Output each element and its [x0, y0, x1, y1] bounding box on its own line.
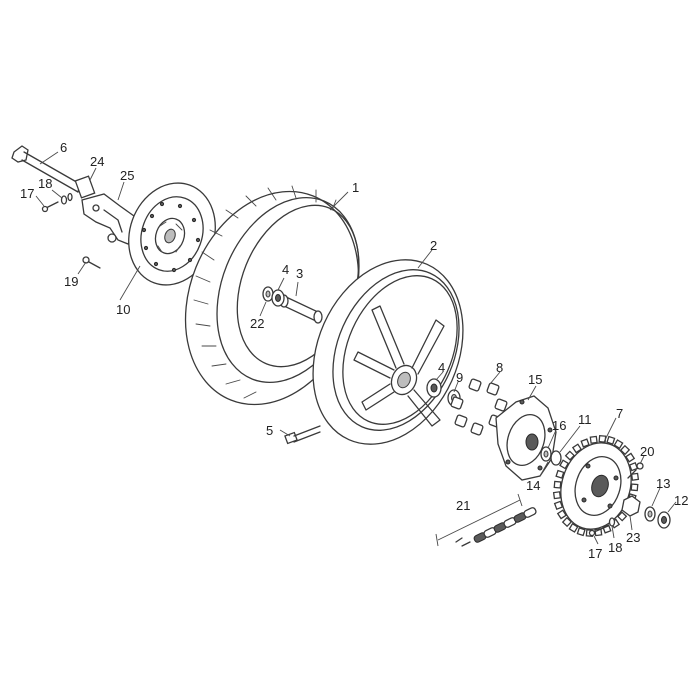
- callout-17-right: 17: [588, 546, 602, 561]
- callout-1: 1: [352, 180, 359, 195]
- callout-23: 23: [626, 530, 640, 545]
- callout-19: 19: [64, 274, 78, 289]
- callout-21: 21: [456, 498, 470, 513]
- callout-17-left: 17: [20, 186, 34, 201]
- sprocket-tooth: [616, 511, 628, 522]
- callout-11: 11: [578, 412, 592, 427]
- sprocket-tooth: [630, 483, 639, 492]
- disc-screw: [82, 256, 101, 269]
- callout-9: 9: [456, 370, 463, 385]
- callout-14: 14: [526, 478, 540, 493]
- carrier-bearing: [540, 446, 552, 462]
- axle-washer: [644, 506, 656, 522]
- sprocket-tooth: [606, 435, 616, 445]
- callout-10: 10: [116, 302, 130, 317]
- callout-22: 22: [250, 316, 264, 331]
- caliper-screw-left: [41, 192, 73, 213]
- sprocket-nut: [621, 495, 641, 517]
- brake-disc: [128, 182, 216, 286]
- sprocket-tooth: [564, 450, 576, 461]
- sprocket-tooth: [553, 500, 564, 511]
- wheel-rim: [312, 259, 464, 445]
- callout-18-right: 18: [608, 540, 622, 555]
- callout-labels: 1 2 3 4 4 5 6 7 8 9 10 11 12 13 14 15 16…: [20, 140, 688, 561]
- callout-16: 16: [552, 418, 566, 433]
- sprocket-tooth: [589, 435, 598, 444]
- carrier-seal: [550, 450, 562, 466]
- callout-3: 3: [296, 266, 303, 281]
- sprocket-tooth: [580, 438, 590, 448]
- sprocket-tooth: [559, 459, 570, 470]
- leader-lines: [35, 151, 677, 545]
- sprocket-tooth: [553, 480, 562, 489]
- tyre-valve: [284, 425, 321, 445]
- callout-18-left: 18: [38, 176, 52, 191]
- caliper-bracket: [74, 175, 137, 245]
- sprocket-tooth: [576, 527, 586, 537]
- sprocket-tooth: [552, 491, 562, 500]
- sprocket-tooth: [630, 472, 640, 481]
- sprocket-tooth: [613, 439, 624, 450]
- callout-12: 12: [674, 493, 688, 508]
- callout-15: 15: [528, 372, 542, 387]
- callout-25: 25: [120, 168, 134, 183]
- callout-8: 8: [496, 360, 503, 375]
- drive-chain: [435, 493, 537, 547]
- sprocket-tooth: [561, 516, 573, 528]
- callout-2: 2: [430, 238, 437, 253]
- chain-link: [523, 507, 537, 518]
- callout-5: 5: [266, 423, 273, 438]
- sprocket-tooth: [556, 509, 567, 520]
- sprocket-tooth: [619, 444, 631, 456]
- callout-24: 24: [90, 154, 104, 169]
- rear-sprocket: [552, 434, 640, 538]
- sprocket-tooth: [628, 461, 639, 472]
- sprocket-tooth: [555, 469, 565, 479]
- callout-6: 6: [60, 140, 67, 155]
- right-bearing: [426, 378, 442, 398]
- sprocket-tooth: [568, 522, 579, 533]
- callout-4-left: 4: [282, 262, 289, 277]
- callout-7: 7: [616, 406, 623, 421]
- callout-4-right: 4: [438, 360, 445, 375]
- left-seal-and-bearing: [262, 286, 285, 307]
- sprocket-tooth: [625, 452, 636, 463]
- axle-nut: [657, 511, 671, 529]
- sprocket-tooth: [571, 443, 583, 454]
- callout-13: 13: [656, 476, 670, 491]
- callout-20: 20: [640, 444, 654, 459]
